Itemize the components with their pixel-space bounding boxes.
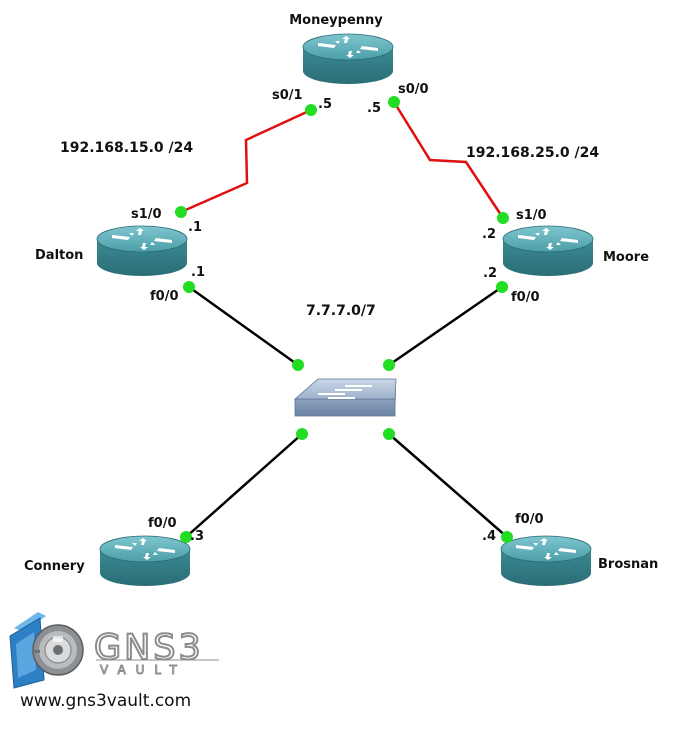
gns3-vault-logo: GNS3 VAULT <box>9 612 219 689</box>
ethernet-link-brosnan-switch <box>388 433 508 538</box>
ethernet-link-connery-switch <box>185 433 303 538</box>
ip-moneypenny-right: .5 <box>367 101 381 116</box>
port-dot-moneypenny-s01[interactable] <box>305 104 317 116</box>
ip-brosnan: .4 <box>482 529 496 544</box>
ip-connery: .3 <box>190 529 204 544</box>
port-dot-brosnan-f00[interactable] <box>501 531 513 543</box>
ip-dalton-s10: .1 <box>188 220 202 235</box>
if-moore-f00: f0/0 <box>511 290 540 305</box>
port-dot-moneypenny-s00[interactable] <box>388 96 400 108</box>
logo-sub-text: VAULT <box>100 663 187 677</box>
router-name-brosnan: Brosnan <box>598 557 658 572</box>
port-dot-moore-f00[interactable] <box>496 281 508 293</box>
router-brosnan[interactable] <box>500 535 592 587</box>
network-label-lan: 7.7.7.0/7 <box>306 303 376 319</box>
serial-link-moneypenny-moore <box>392 101 505 219</box>
port-dot-dalton-f00[interactable] <box>183 281 195 293</box>
network-label-192-168-25: 192.168.25.0 /24 <box>466 145 599 161</box>
if-moneypenny-s01: s0/1 <box>272 88 303 103</box>
router-connery[interactable] <box>99 535 191 587</box>
router-name-dalton: Dalton <box>35 248 83 263</box>
port-dot-switch-sw[interactable] <box>296 428 308 440</box>
router-moore[interactable] <box>502 225 594 277</box>
port-dot-switch-se[interactable] <box>383 428 395 440</box>
port-dot-dalton-s10[interactable] <box>175 206 187 218</box>
router-moneypenny[interactable] <box>302 33 394 85</box>
ip-moore-f00: .2 <box>483 266 497 281</box>
port-dot-switch-nw[interactable] <box>292 359 304 371</box>
router-dalton[interactable] <box>96 225 188 277</box>
if-moore-s10: s1/0 <box>516 208 547 223</box>
if-brosnan-f00: f0/0 <box>515 512 544 527</box>
switch[interactable] <box>293 378 397 417</box>
router-name-connery: Connery <box>24 559 85 574</box>
vault-icon <box>9 612 84 689</box>
if-moneypenny-s00: s0/0 <box>398 82 429 97</box>
website-url[interactable]: www.gns3vault.com <box>20 691 191 711</box>
ip-moneypenny-left: .5 <box>318 97 332 112</box>
port-dot-connery-f00[interactable] <box>180 531 192 543</box>
if-dalton-f00: f0/0 <box>150 289 179 304</box>
ethernet-link-dalton-switch <box>188 285 299 367</box>
ethernet-link-moore-switch <box>388 285 503 367</box>
router-name-moore: Moore <box>603 250 649 265</box>
ip-moore-s10: .2 <box>482 227 496 242</box>
logo-brand-text: GNS3 <box>94 628 204 668</box>
serial-link-moneypenny-dalton <box>180 108 312 214</box>
if-dalton-s10: s1/0 <box>131 207 162 222</box>
port-dot-moore-s10[interactable] <box>497 212 509 224</box>
router-name-moneypenny: Moneypenny <box>289 13 383 28</box>
network-label-192-168-15: 192.168.15.0 /24 <box>60 140 193 156</box>
if-connery-f00: f0/0 <box>148 516 177 531</box>
port-dot-switch-ne[interactable] <box>383 359 395 371</box>
ip-dalton-f00: .1 <box>191 265 205 280</box>
